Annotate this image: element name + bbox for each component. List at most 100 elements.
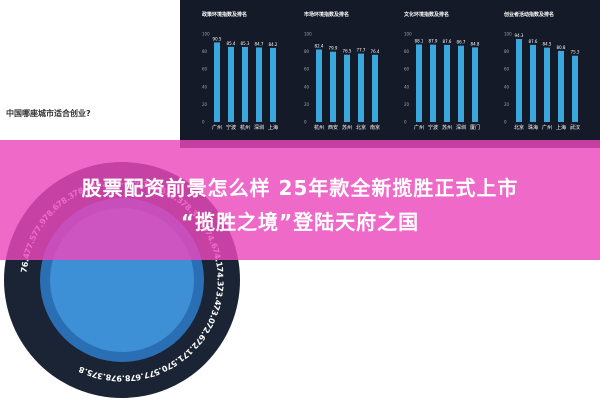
bar-value-label: 82.4 bbox=[315, 43, 324, 48]
category-label: 上海 bbox=[556, 124, 566, 131]
bar-value-label: 87.6 bbox=[529, 39, 538, 44]
chart-title: 文化环境指数及排名 bbox=[404, 11, 449, 18]
category-label: 上海 bbox=[268, 124, 278, 131]
bar-value-label: 90.5 bbox=[213, 36, 222, 41]
y-tick-label: 100 bbox=[304, 32, 312, 37]
bar bbox=[344, 54, 350, 122]
category-label: 杭州 bbox=[314, 124, 324, 131]
chart-title: 市场环境指数及排名 bbox=[304, 11, 349, 18]
bar-chart-2: 市场环境指数及排名 0 20 40 60 80 100 82.4 杭州 79.9 西安 76.5 苏州 7… bbox=[304, 11, 380, 131]
category-label: 深圳 bbox=[254, 124, 264, 131]
bar-value-label: 88.1 bbox=[415, 38, 424, 43]
category-label: 珠海 bbox=[528, 124, 538, 131]
y-tick-label: 0 bbox=[404, 120, 407, 125]
bar-value-label: 85.4 bbox=[227, 41, 236, 46]
bar-value-label: 87.6 bbox=[443, 39, 452, 44]
bar-value-label: 94.3 bbox=[515, 33, 524, 38]
y-tick-label: 40 bbox=[404, 84, 410, 89]
bar-value-label: 87.9 bbox=[429, 39, 438, 44]
bar bbox=[458, 45, 464, 123]
bar bbox=[270, 47, 276, 122]
bar bbox=[416, 44, 422, 122]
category-label: 宁波 bbox=[226, 124, 236, 131]
y-tick-label: 40 bbox=[304, 84, 310, 89]
wheel-value-label: 73.4 bbox=[213, 285, 225, 306]
y-tick-label: 20 bbox=[504, 102, 510, 107]
category-label: 广州 bbox=[212, 124, 222, 131]
category-label: 苏州 bbox=[442, 124, 452, 131]
y-tick-label: 60 bbox=[404, 67, 410, 72]
bar bbox=[330, 51, 336, 122]
category-label: 广州 bbox=[414, 124, 424, 131]
y-tick-label: 80 bbox=[404, 49, 410, 54]
bar-value-label: 84.5 bbox=[543, 42, 552, 47]
y-tick-label: 80 bbox=[202, 49, 208, 54]
bar-charts: 政策环境指数及排名02040608010090.5广州85.4宁波85.3杭州8… bbox=[202, 11, 580, 131]
category-label: 北京 bbox=[356, 124, 366, 131]
y-tick-label: 60 bbox=[304, 67, 310, 72]
bar bbox=[372, 54, 378, 122]
bar bbox=[256, 47, 262, 122]
category-label: 深圳 bbox=[456, 124, 466, 131]
headline-line-2: “揽胜之境”登陆天府之国 bbox=[180, 210, 420, 234]
y-tick-label: 80 bbox=[304, 49, 310, 54]
bar-value-label: 75.3 bbox=[571, 50, 580, 55]
category-label: 武汉 bbox=[570, 124, 580, 131]
bar-value-label: 79.9 bbox=[329, 46, 338, 51]
category-label: 南京 bbox=[370, 124, 380, 131]
y-tick-label: 100 bbox=[404, 32, 412, 37]
bar-value-label: 86.7 bbox=[457, 40, 466, 45]
bar bbox=[530, 44, 536, 122]
bar bbox=[516, 39, 522, 122]
bar bbox=[472, 47, 478, 122]
chart-title: 创业者活动指数及排名 bbox=[503, 11, 554, 18]
bar bbox=[214, 42, 220, 122]
y-tick-label: 20 bbox=[202, 102, 208, 107]
y-tick-label: 80 bbox=[504, 49, 510, 54]
headline-line-1: 股票配资前景怎么样 25年款全新揽胜正式上市 bbox=[81, 176, 519, 200]
wheel-value-label: 78.9 bbox=[116, 373, 137, 383]
y-tick-label: 20 bbox=[304, 102, 310, 107]
chart-title: 政策环境指数及排名 bbox=[202, 11, 247, 18]
y-tick-label: 60 bbox=[202, 67, 208, 72]
category-label: 厦门 bbox=[470, 124, 480, 131]
y-tick-label: 60 bbox=[504, 67, 510, 72]
bar bbox=[558, 50, 564, 123]
bar bbox=[572, 55, 578, 122]
y-tick-label: 40 bbox=[202, 84, 208, 89]
y-tick-label: 0 bbox=[504, 120, 507, 125]
wheel-value-label: 74.3 bbox=[215, 267, 225, 287]
bar-value-label: 80.8 bbox=[557, 45, 566, 50]
bar-value-label: 76.5 bbox=[343, 49, 352, 54]
bar bbox=[358, 53, 364, 122]
y-tick-label: 0 bbox=[304, 120, 307, 125]
bar-value-label: 76.4 bbox=[371, 49, 380, 54]
category-label: 杭州 bbox=[240, 124, 250, 131]
y-tick-label: 0 bbox=[202, 120, 205, 125]
y-tick-label: 100 bbox=[504, 32, 512, 37]
bar-value-label: 84.8 bbox=[471, 41, 480, 46]
bar bbox=[316, 49, 322, 122]
y-tick-label: 100 bbox=[202, 32, 210, 37]
bar bbox=[430, 44, 436, 123]
category-label: 西安 bbox=[328, 124, 338, 131]
bar-value-label: 84.2 bbox=[269, 42, 278, 47]
bar bbox=[444, 44, 450, 122]
wheel-value-label: 78.3 bbox=[97, 371, 118, 383]
bar bbox=[228, 46, 234, 122]
category-label: 宁波 bbox=[428, 124, 438, 131]
bar bbox=[242, 46, 248, 122]
y-tick-label: 20 bbox=[404, 102, 410, 107]
bar bbox=[544, 47, 550, 122]
headline-banner bbox=[0, 140, 600, 260]
y-tick-label: 40 bbox=[504, 84, 510, 89]
bar-value-label: 85.3 bbox=[241, 41, 250, 46]
category-label: 苏州 bbox=[342, 124, 352, 131]
bar-value-label: 84.7 bbox=[255, 41, 264, 46]
category-label: 北京 bbox=[514, 124, 524, 131]
category-label: 广州 bbox=[542, 124, 552, 131]
bar-value-label: 77.7 bbox=[357, 48, 366, 53]
